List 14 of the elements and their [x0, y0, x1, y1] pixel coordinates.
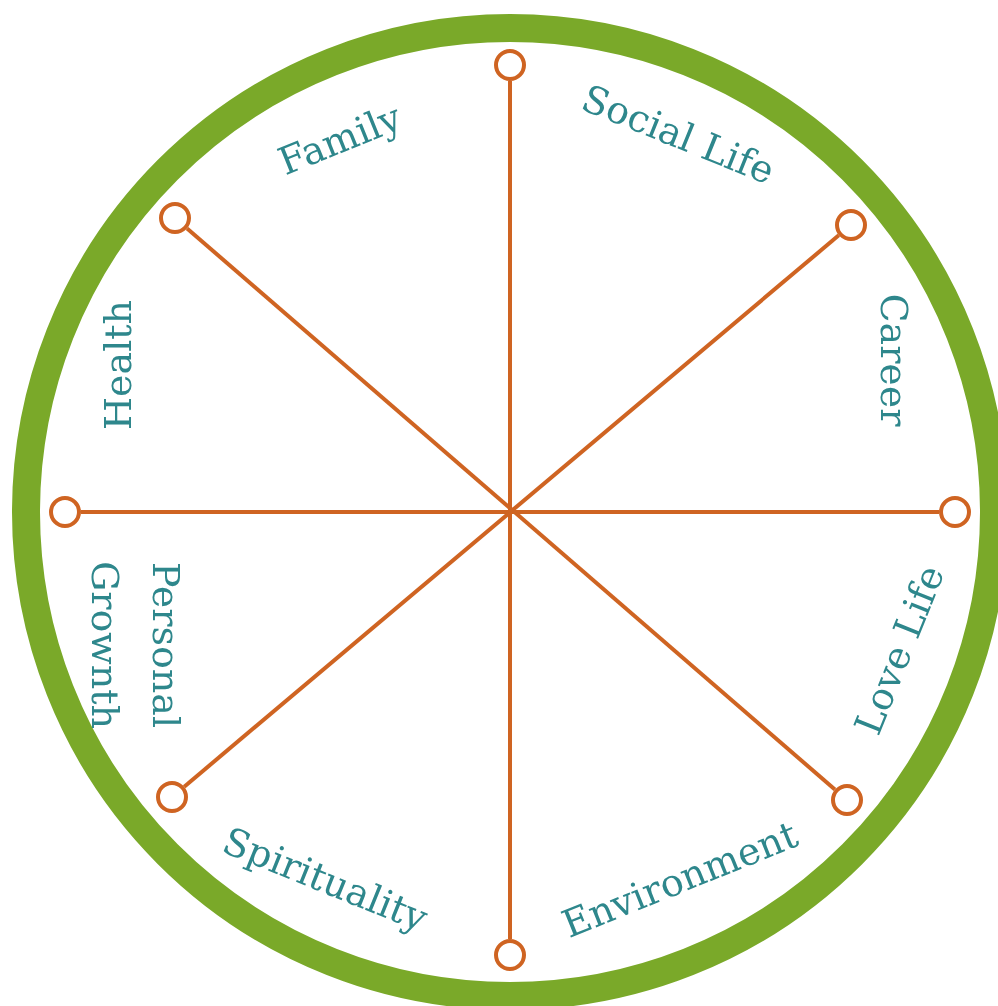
category-label: Love Life [844, 558, 955, 743]
spoke-end-circle [156, 781, 188, 813]
spoke-end-circle [494, 49, 526, 81]
spoke-line [81, 510, 939, 514]
spoke-line [508, 81, 512, 939]
category-label: Personal Grownth [82, 559, 189, 732]
spoke-end-circle [494, 939, 526, 971]
category-label: Health [94, 299, 141, 431]
category-label: Career [870, 293, 917, 427]
spoke-end-circle [939, 496, 971, 528]
spoke-end-circle [835, 209, 867, 241]
spoke-end-circle [159, 202, 191, 234]
spoke-end-circle [831, 784, 863, 816]
spoke-end-circle [49, 496, 81, 528]
